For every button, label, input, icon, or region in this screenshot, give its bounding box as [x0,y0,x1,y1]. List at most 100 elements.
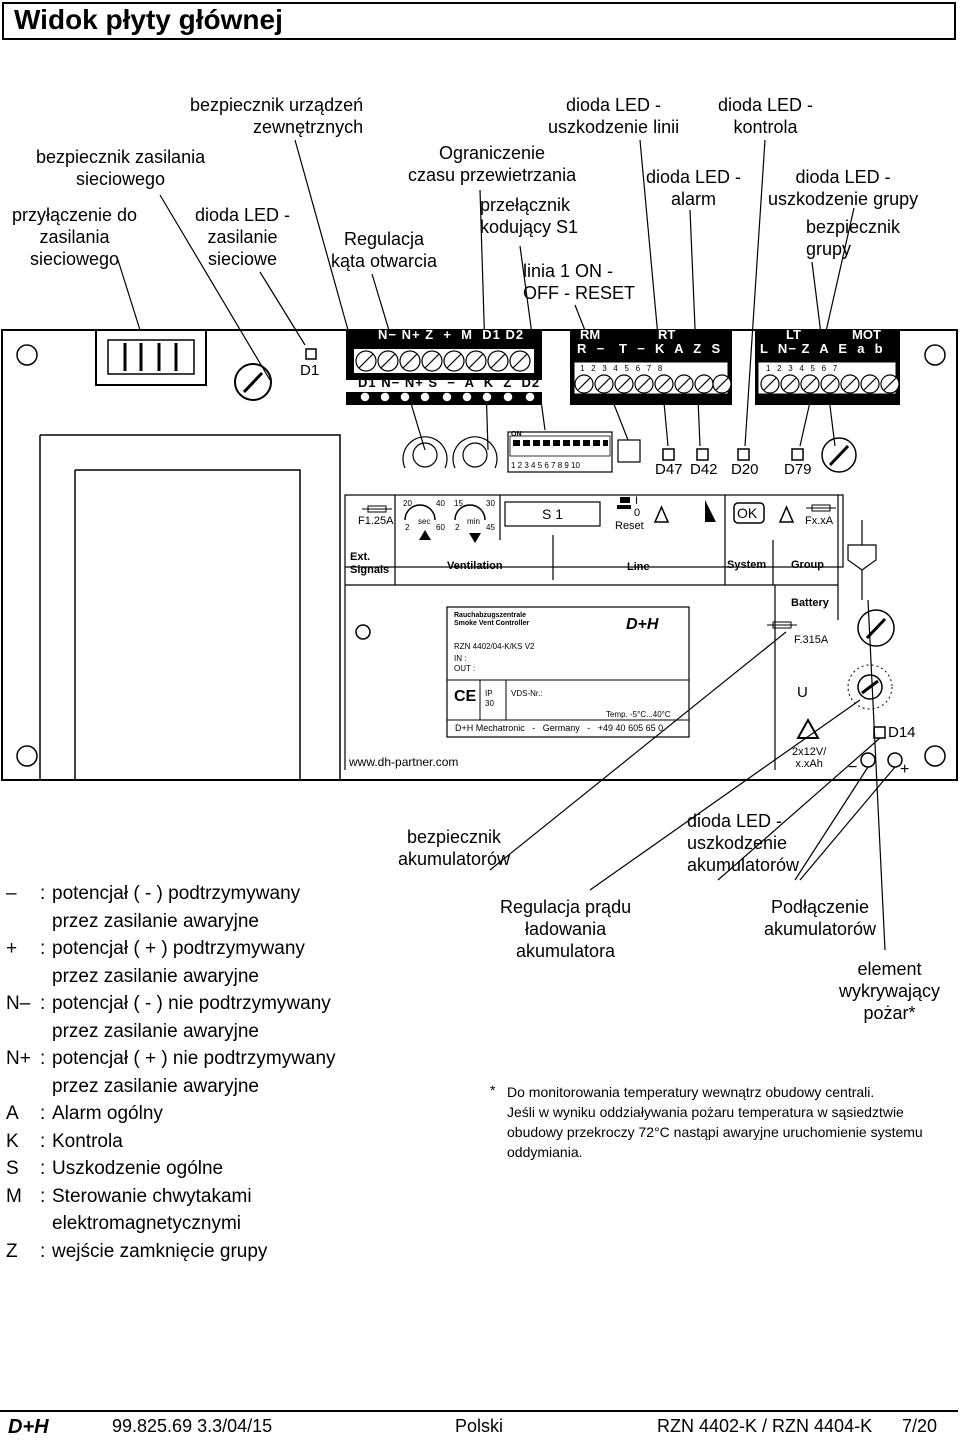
reset-label: Reset [615,520,644,532]
plate-out: OUT : [454,664,476,673]
plate-maker: D+H Mechatronic - Germany - +49 40 605 6… [455,723,664,733]
footer-doc-number: 99.825.69 3.3/04/15 [112,1416,273,1436]
label-vent-time-limit: Ograniczenie czasu przewietrzania [408,143,577,185]
page-footer: D+H 99.825.69 3.3/04/15 Polski RZN 4402-… [0,1410,958,1440]
led-d42-label: D42 [690,461,718,478]
label-charge-regulation: Regulacja prądu ładowania akumulatora [500,897,632,961]
group-lt-label: LT [786,327,801,342]
label-fuse-external: bezpiecznik urządzeń zewnętrznych [190,95,364,137]
plate-ip: IP 30 [485,689,494,708]
footnote-text: Do monitorowania temperatury wewnątrz ob… [507,1084,923,1160]
legend-text: Sterowanie chwytakami elektromagnetyczny… [52,1185,252,1235]
label-fuse-mains: bezpiecznik zasilania sieciowego [36,147,206,189]
label-led-alarm: dioda LED - alarm [646,167,742,209]
ce-mark: CE [454,688,477,705]
led-d1-label: D1 [300,362,320,379]
ok-indicator-label: OK [737,505,758,521]
legend-key: Z [6,1240,18,1262]
fuse-f315-label: F.315A [794,634,829,646]
legend-item: +:potencjał ( + ) podtrzymywany przez za… [6,935,336,990]
group-rt-label: RT [658,327,676,342]
terminal-bottom-left-labels: D1 N− N+ S − A K Z D2 [358,375,541,390]
label-fuse-group: bezpiecznik grupy [806,217,901,259]
plate-model: RZN 4402/04-K/KS V2 [454,642,535,651]
plate-vds: VDS-Nr.: [511,689,543,698]
dial2-num: 45 [486,523,495,532]
legend-item: Z:wejście zamknięcie grupy [6,1238,336,1266]
group-mot-label: MOT [852,327,881,342]
terminal-right-numbers: 1 2 3 4 5 6 7 [766,364,838,373]
dial1-unit-sec: sec [418,517,431,526]
dip-on-label: ON [511,431,522,438]
legend-text: potencjał ( + ) nie podtrzymywany przez … [52,1048,336,1097]
line-label: Line [627,561,650,573]
group-label: Group [791,559,824,571]
footer-logo: D+H [8,1416,49,1438]
switch-0-label: 0 [634,507,641,519]
label-coding-switch: przełącznik kodujący S1 [480,195,579,237]
plate-title-1: Rauchabzugszentrale [454,612,526,619]
label-led-battery-fault: dioda LED - uszkodzenie akumulatorów [687,811,800,875]
label-led-mains: dioda LED - zasilanie sieciowe [195,205,291,269]
dial1-num: 60 [436,523,445,532]
legend-item: M:Sterowanie chwytakami elektromagnetycz… [6,1183,336,1238]
legend-text: Uszkodzenie ogólne [52,1158,224,1179]
dial2-unit-min: min [467,517,480,526]
group-rm-label: RM [580,327,601,342]
switch-i-label: I [635,495,639,507]
label-led-line-fault: dioda LED - uszkodzenie linii [548,95,680,137]
terminal-right-labels: L N− Z A E a b [760,341,884,356]
legend-text: potencjał ( + ) podtrzymywany przez zasi… [52,938,305,987]
label-opening-angle: Regulacja kąta otwarcia [331,229,438,271]
plate-temp: Temp. -5°C...40°C [606,710,671,719]
legend-item: A:Alarm ogólny [6,1100,336,1128]
dial2-num: 15 [454,499,463,508]
legend-text: wejście zamknięcie grupy [52,1240,268,1262]
legend-key: + [6,938,18,959]
dip-numbers: 1 2 3 4 5 6 7 8 9 10 [511,461,580,470]
legend-text: potencjał ( - ) podtrzymywany przez zasi… [52,883,301,932]
legend-key: S [6,1158,19,1179]
label-led-control: dioda LED - kontrola [718,95,814,137]
legend-key: N– [6,993,31,1014]
plate-in: IN : [454,654,467,663]
title-box: Widok płyty głównej [2,2,956,40]
dial1-num: 2 [405,523,410,532]
label-fire-detector: element wykrywający pożar* [839,959,941,1023]
label-mains-connection: przyłączenie do zasilania sieciowego [12,205,138,269]
label-fuse-battery: bezpiecznik akumulatorów [398,827,511,869]
page-title: Widok płyty głównej [14,4,283,35]
ventilation-label: Ventilation [447,560,503,572]
led-d79-label: D79 [784,461,812,478]
charge-u-symbol: U [797,684,808,701]
ext-signals-label: Ext. Signals [350,551,390,576]
led-d14-label: D14 [888,724,916,741]
legend-text: potencjał ( - ) nie podtrzymywany przez … [52,993,331,1042]
abbreviation-legend: –:potencjał ( - ) podtrzymywany przez za… [6,880,336,1265]
legend-key: – [6,883,17,904]
label-line1: linia 1 ON - OFF - RESET [523,261,635,303]
terminal-mid-labels: R − T − K A Z S [577,341,722,356]
legend-item: S:Uszkodzenie ogólne [6,1155,336,1183]
legend-key: A [6,1103,19,1124]
legend-text: Kontrola [52,1130,123,1152]
dial1-num: 40 [436,499,445,508]
dial2-num: 30 [486,499,495,508]
legend-key: N+ [6,1048,31,1069]
led-d47-label: D47 [655,461,683,478]
legend-text: Alarm ogólny [52,1103,163,1124]
terminal-mid-numbers: 1 2 3 4 5 6 7 8 [580,364,663,373]
footer-language: Polski [455,1416,504,1436]
dial2-num: 2 [455,523,460,532]
led-d20-label: D20 [731,461,759,478]
label-led-group-fault: dioda LED - uszkodzenie grupy [768,167,919,209]
fuse-f125-label: F1.25A [358,515,394,527]
battery-plus-label: + [900,761,910,778]
battery-spec-label: 2x12V/ x.xAh [792,746,827,770]
legend-key: M [6,1185,22,1207]
plate-brand-logo: D+H [626,616,659,633]
footer-model: RZN 4402-K / RZN 4404-K [657,1416,873,1436]
battery-minus-label: − [848,759,858,776]
legend-item: N–:potencjał ( - ) nie podtrzymywany prz… [6,990,336,1045]
